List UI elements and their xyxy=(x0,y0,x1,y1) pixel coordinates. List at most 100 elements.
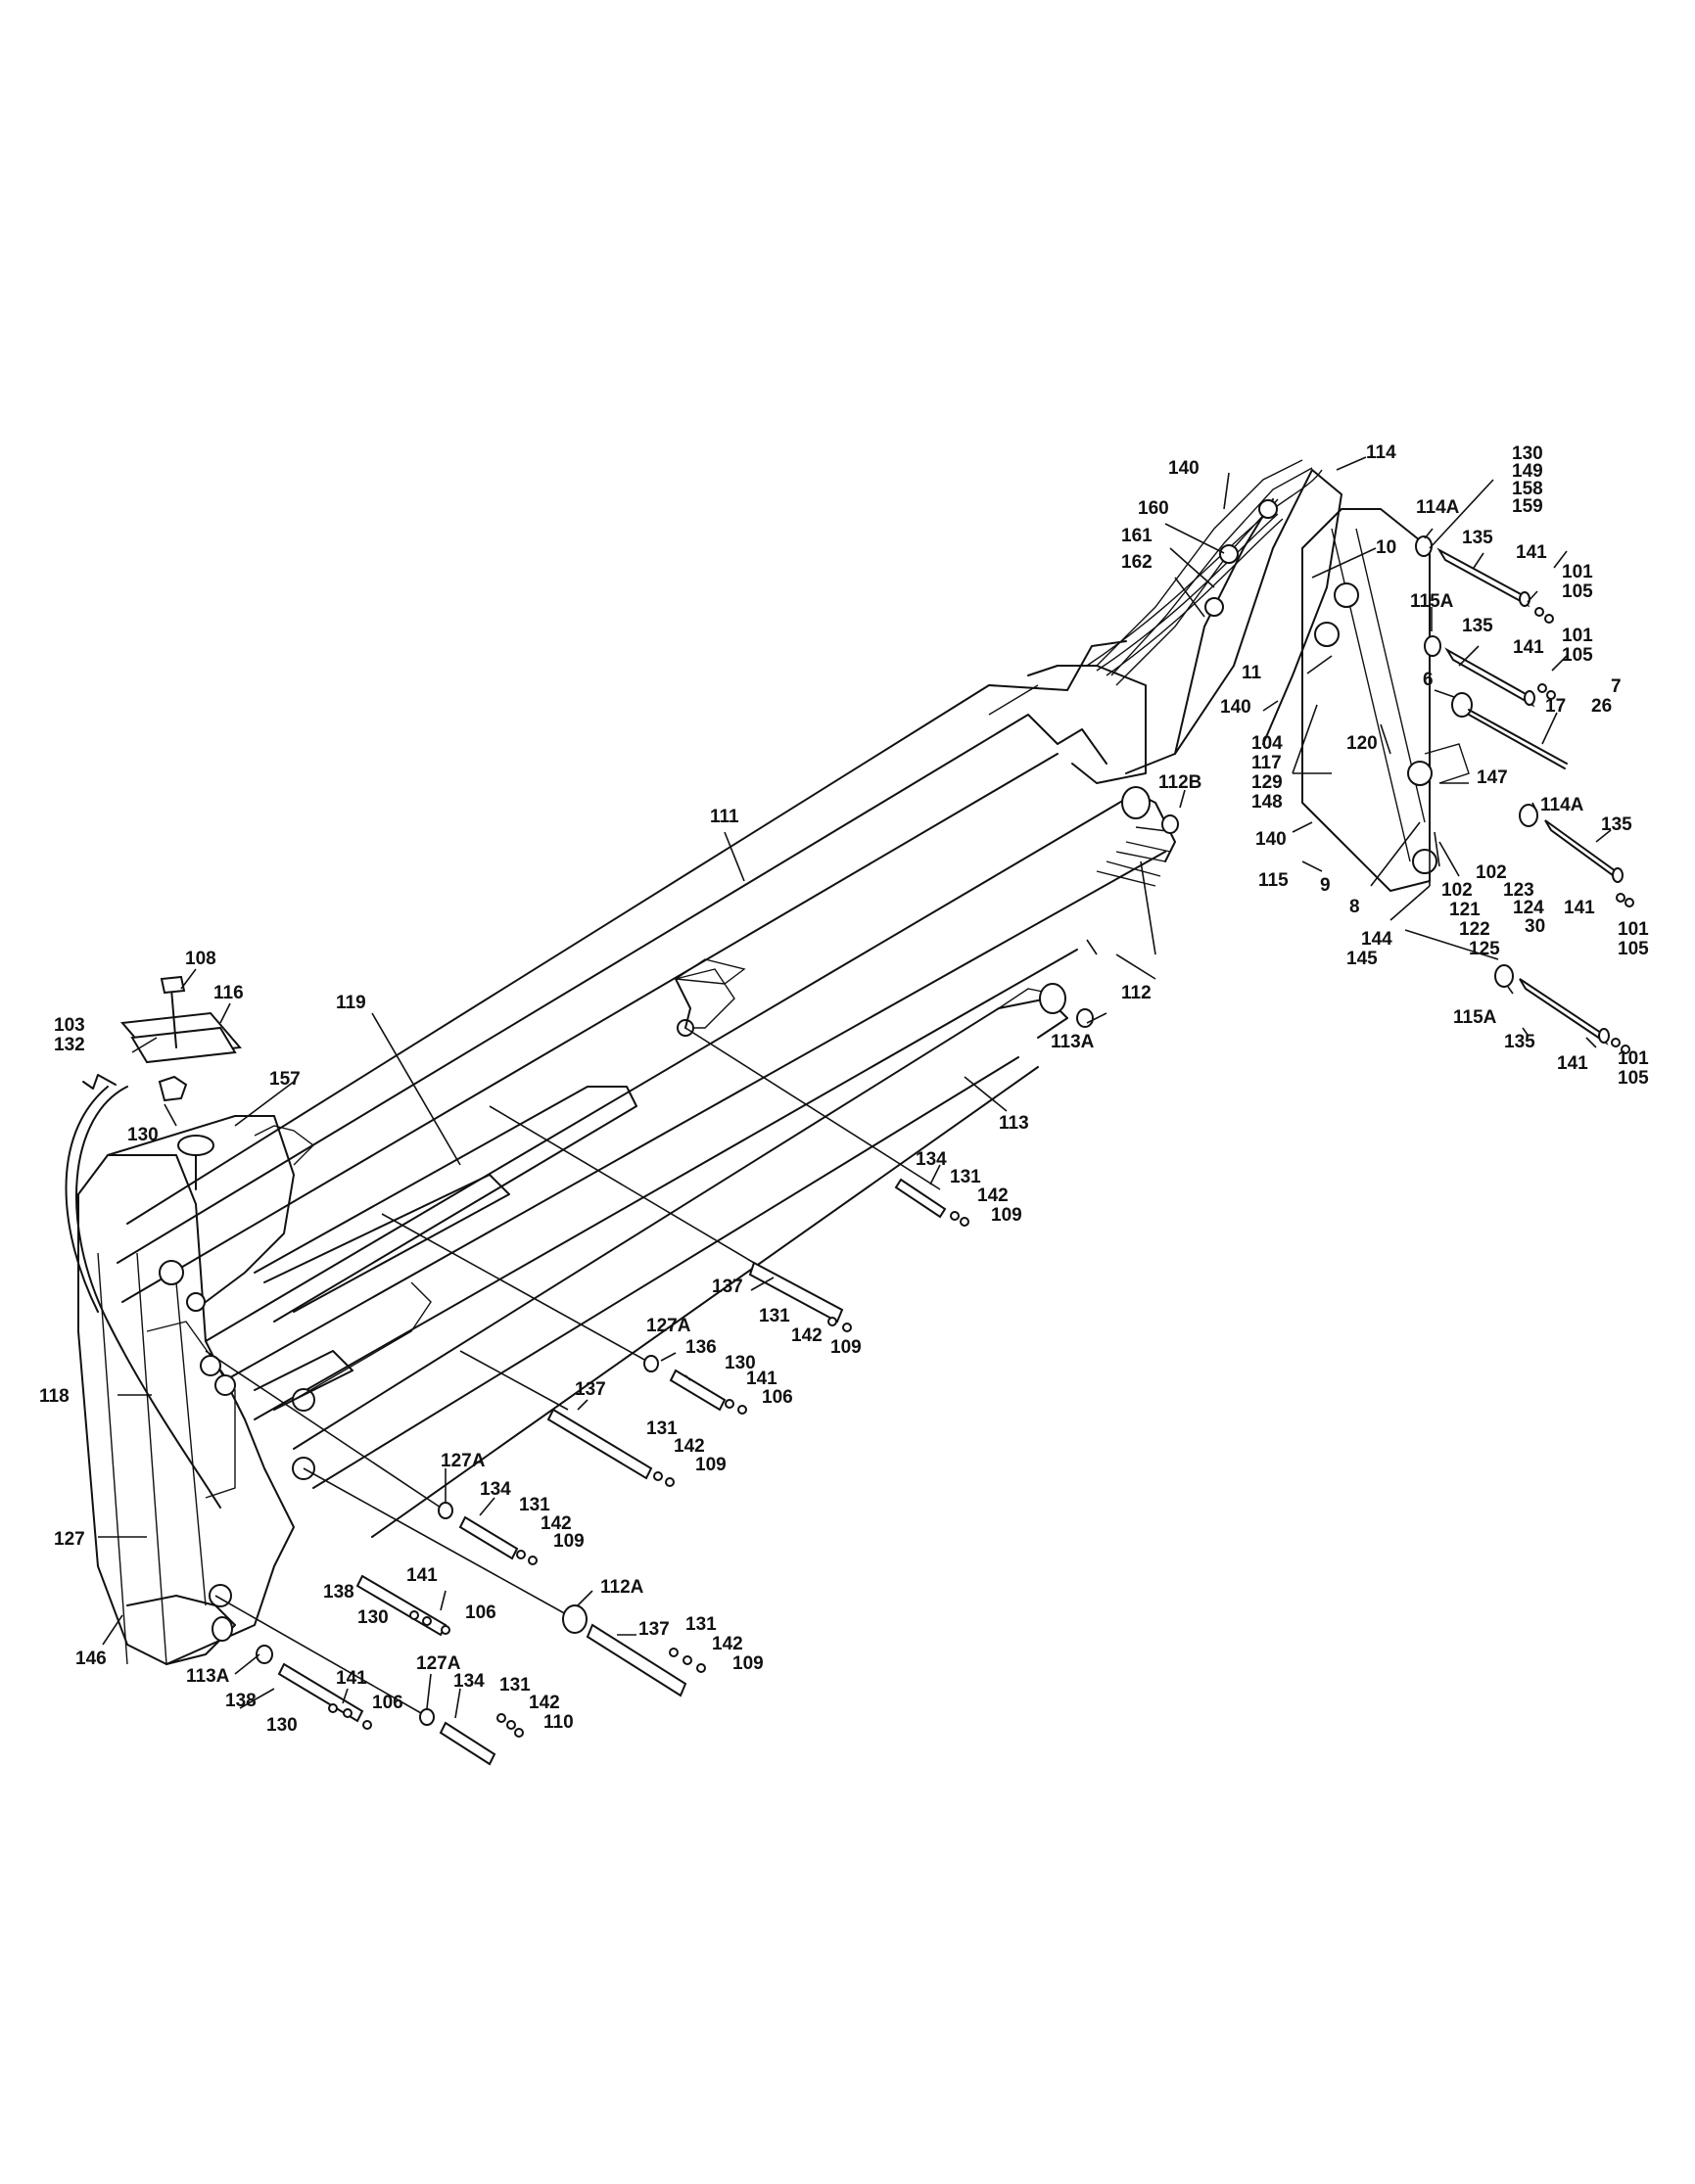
callout-129: 129 xyxy=(1251,772,1283,793)
pin-134-lower xyxy=(214,1595,524,1766)
callout-141: 141 xyxy=(1564,898,1595,918)
callout-162: 162 xyxy=(1121,552,1153,573)
callout-144: 144 xyxy=(1361,929,1392,950)
callout-127A: 127A xyxy=(416,1653,461,1674)
callout-135: 135 xyxy=(1462,616,1493,636)
callout-131: 131 xyxy=(759,1306,790,1326)
callout-125: 125 xyxy=(1469,939,1500,959)
pin-17 xyxy=(1451,692,1568,769)
callout-134: 134 xyxy=(480,1479,511,1500)
callout-134: 134 xyxy=(453,1671,485,1692)
callout-142: 142 xyxy=(529,1693,560,1713)
pin-138-upper xyxy=(355,1574,450,1637)
callout-130: 130 xyxy=(266,1715,298,1736)
callout-142: 142 xyxy=(977,1185,1009,1206)
callout-122: 122 xyxy=(1459,919,1490,940)
pin-134-middle xyxy=(205,1350,538,1565)
boom-head-section-114 xyxy=(1096,459,1342,774)
callout-142: 142 xyxy=(712,1634,743,1654)
boom-head-side-plate-115 xyxy=(1301,508,1470,892)
callout-137: 137 xyxy=(638,1619,670,1640)
callout-109: 109 xyxy=(695,1455,727,1475)
callout-117: 117 xyxy=(1251,753,1282,773)
callout-102: 102 xyxy=(1476,862,1507,883)
callout-157: 157 xyxy=(269,1069,301,1090)
callout-108: 108 xyxy=(185,949,216,969)
callout-113A: 113A xyxy=(1051,1032,1095,1052)
pin-113A-upper xyxy=(1039,983,1094,1028)
callout-106: 106 xyxy=(762,1387,793,1408)
callout-101: 101 xyxy=(1618,919,1649,940)
callout-123: 123 xyxy=(1503,880,1534,901)
callout-119: 119 xyxy=(336,993,366,1013)
callout-116: 116 xyxy=(213,983,244,1003)
callout-11: 11 xyxy=(1242,663,1262,683)
callout-135: 135 xyxy=(1504,1032,1535,1052)
pin-112B xyxy=(1121,786,1179,834)
callout-106: 106 xyxy=(465,1603,496,1623)
leader-lines xyxy=(98,456,1612,1719)
pin-135-upper xyxy=(1415,535,1554,624)
clamp-detail-116 xyxy=(65,975,242,1509)
callout-106: 106 xyxy=(372,1693,403,1713)
callout-115A: 115A xyxy=(1453,1007,1497,1028)
callout-137: 137 xyxy=(712,1277,743,1297)
callout-124: 124 xyxy=(1513,898,1544,918)
callout-7: 7 xyxy=(1611,676,1622,697)
callout-138: 138 xyxy=(225,1691,257,1711)
callout-labels: 140 114 130 149 158 159 160 114A 161 135… xyxy=(39,442,1649,1736)
boom-main-section-111 xyxy=(117,640,1147,1303)
callout-145: 145 xyxy=(1346,949,1378,969)
callout-131: 131 xyxy=(950,1167,981,1187)
callout-142: 142 xyxy=(541,1513,572,1534)
callout-141: 141 xyxy=(1557,1053,1588,1074)
callout-158: 158 xyxy=(1512,479,1543,499)
callout-6: 6 xyxy=(1423,670,1434,690)
callout-127A: 127A xyxy=(646,1316,691,1336)
callout-140: 140 xyxy=(1255,829,1287,850)
callout-127: 127 xyxy=(54,1529,85,1550)
callout-159: 159 xyxy=(1512,496,1543,517)
callout-141: 141 xyxy=(1516,542,1547,563)
callout-127A: 127A xyxy=(441,1451,486,1471)
callout-130: 130 xyxy=(127,1125,159,1145)
pin-135-third xyxy=(1519,804,1634,907)
boom-base-frame-146 xyxy=(77,1115,432,1665)
callout-10: 10 xyxy=(1376,537,1396,558)
callout-132: 132 xyxy=(54,1035,85,1055)
callout-138: 138 xyxy=(323,1582,354,1603)
callout-120: 120 xyxy=(1346,733,1378,754)
pin-138-lower xyxy=(212,1616,372,1730)
callout-105: 105 xyxy=(1562,581,1593,602)
callout-109: 109 xyxy=(991,1205,1022,1226)
callout-141: 141 xyxy=(1513,637,1544,658)
callout-101: 101 xyxy=(1618,1048,1649,1069)
callout-135: 135 xyxy=(1601,814,1632,835)
callout-101: 101 xyxy=(1562,626,1593,646)
callout-8: 8 xyxy=(1349,897,1360,917)
boom-cylinder-119 xyxy=(254,968,735,1323)
callout-115A: 115A xyxy=(1410,591,1454,612)
callout-113A: 113A xyxy=(186,1666,230,1687)
pin-137-lower xyxy=(303,1467,706,1697)
callout-112: 112 xyxy=(1121,983,1152,1003)
callout-131: 131 xyxy=(685,1614,717,1635)
callout-136: 136 xyxy=(685,1337,717,1358)
callout-135: 135 xyxy=(1462,528,1493,548)
callout-109: 109 xyxy=(830,1337,862,1358)
callout-17: 17 xyxy=(1545,696,1566,717)
callout-112B: 112B xyxy=(1158,772,1201,793)
callout-137: 137 xyxy=(575,1379,606,1400)
callout-131: 131 xyxy=(499,1675,531,1696)
callout-134: 134 xyxy=(916,1149,947,1170)
callout-101: 101 xyxy=(1562,562,1593,582)
pin-134-upper xyxy=(684,1027,969,1227)
callout-9: 9 xyxy=(1320,875,1331,896)
callout-109: 109 xyxy=(553,1531,585,1552)
callout-111: 111 xyxy=(710,807,739,827)
callout-121: 121 xyxy=(1449,900,1481,920)
callout-26: 26 xyxy=(1591,696,1612,717)
callout-118: 118 xyxy=(39,1386,70,1407)
callout-140: 140 xyxy=(1168,458,1200,479)
